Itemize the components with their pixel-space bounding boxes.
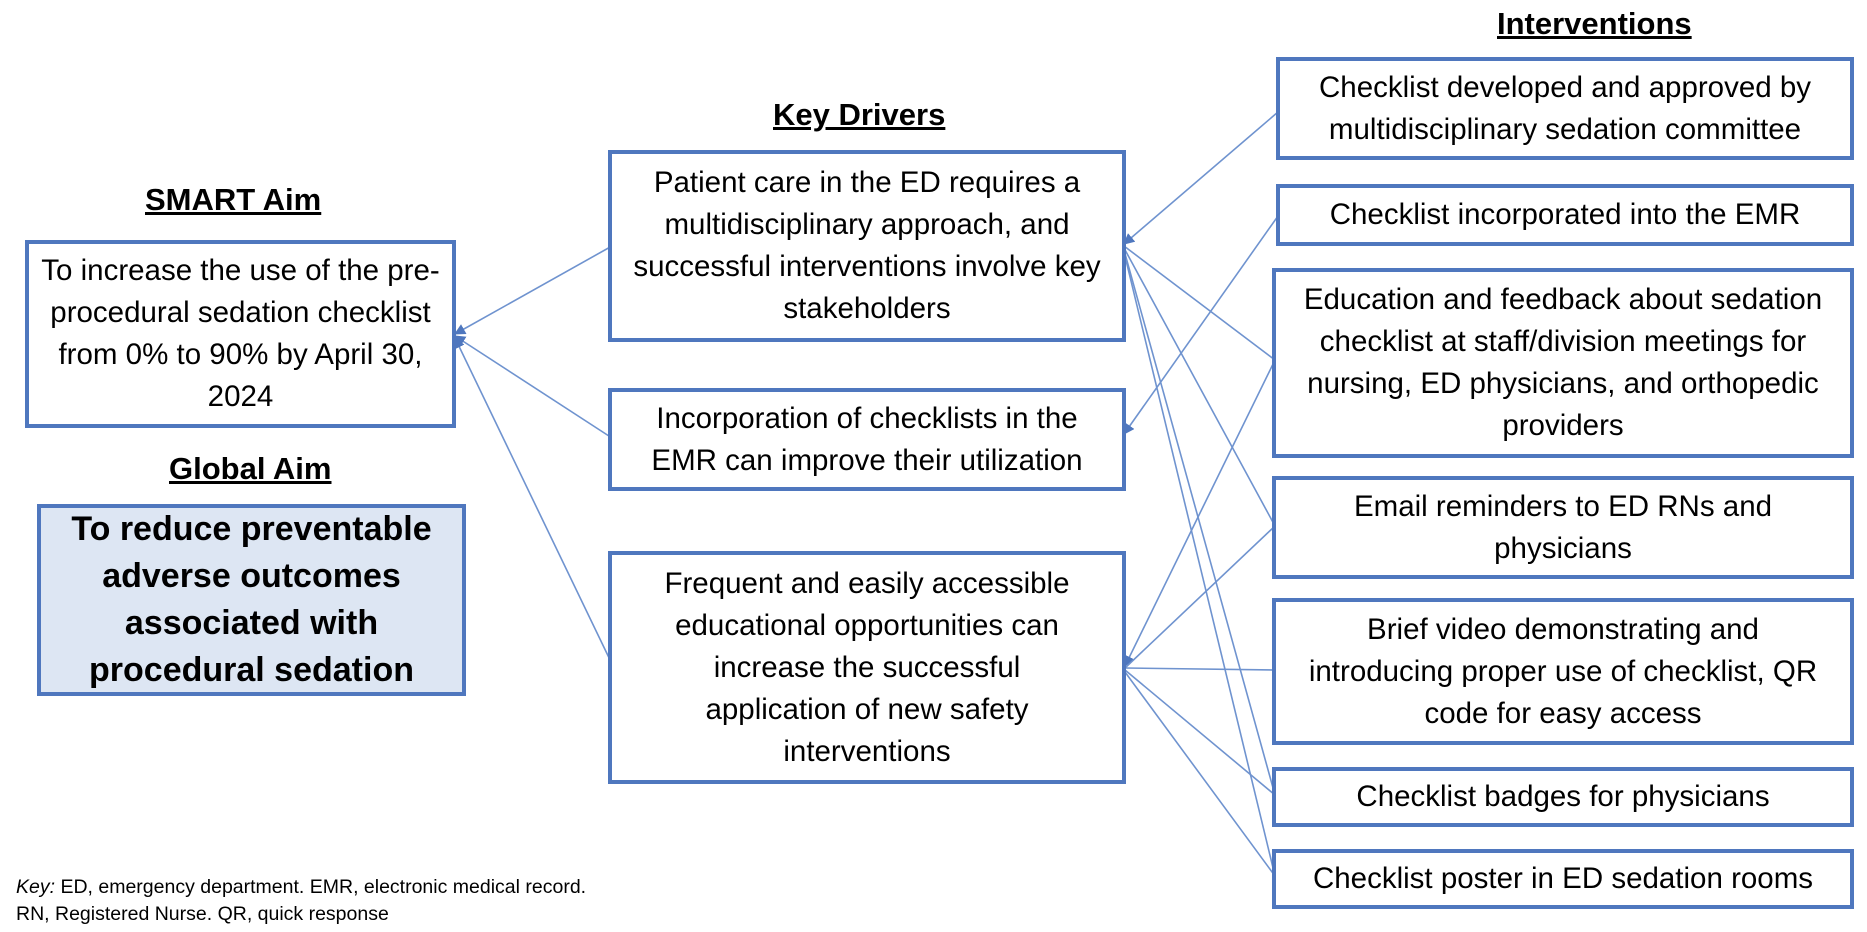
key-driver-text: Incorporation of checklists in the EMR c… [651, 401, 1083, 477]
connector-driver1-aim [454, 245, 613, 335]
key-driver-box: Incorporation of checklists in the EMR c… [608, 388, 1126, 491]
key-driver-text: Frequent and easily accessible education… [664, 566, 1070, 768]
key-label: Key: [16, 876, 56, 898]
connector-int4-driver1 [1123, 247, 1276, 527]
smart-aim-heading: SMART Aim [145, 182, 322, 217]
intervention-text: Checklist developed and approved by mult… [1319, 70, 1811, 146]
key-driver-text: Patient care in the ED requires a multid… [633, 166, 1101, 325]
intervention-box: Education and feedback about sedation ch… [1272, 268, 1854, 458]
connector-int7-driver1 [1123, 251, 1276, 877]
intervention-text: Checklist badges for physicians [1356, 780, 1770, 813]
intervention-text: Checklist poster in ED sedation rooms [1312, 862, 1814, 895]
intervention-text: Checklist incorporated into the EMR [1329, 198, 1801, 231]
intervention-box: Checklist incorporated into the EMR [1276, 184, 1854, 246]
connector-driver3-aim [454, 336, 613, 665]
global-aim-heading: Global Aim [169, 451, 332, 486]
connector-int4-driver3 [1124, 525, 1276, 669]
connector-int2-driver2 [1123, 215, 1279, 435]
connector-int6-driver3 [1124, 669, 1276, 796]
interventions-heading: Interventions [1497, 6, 1692, 41]
intervention-box: Email reminders to ED RNs and physicians [1272, 476, 1854, 579]
key-drivers-heading: Key Drivers [773, 97, 946, 132]
key-driver-box: Frequent and easily accessible education… [608, 551, 1126, 784]
connector-int6-driver1 [1123, 249, 1276, 796]
connector-int7-driver3 [1124, 671, 1276, 877]
intervention-box: Checklist developed and approved by mult… [1276, 57, 1854, 160]
key-driver-box: Patient care in the ED requires a multid… [608, 150, 1126, 342]
connector-int3-driver1 [1123, 245, 1276, 361]
connector-int1-driver1 [1123, 111, 1279, 245]
intervention-box: Brief video demonstrating and introducin… [1272, 598, 1854, 745]
global-aim-box: To reduce preventable adverse outcomes a… [37, 504, 466, 696]
key-text: ED, emergency department. EMR, electroni… [16, 876, 587, 925]
intervention-text: Brief video demonstrating and introducin… [1308, 612, 1818, 730]
connector-driver2-aim [454, 335, 613, 439]
intervention-box: Checklist badges for physicians [1272, 767, 1854, 827]
abbreviation-key: Key: ED, emergency department. EMR, elec… [16, 874, 616, 928]
smart-aim-box: To increase the use of the pre-procedura… [25, 240, 456, 428]
connector-int3-driver3 [1124, 359, 1276, 668]
intervention-box: Checklist poster in ED sedation rooms [1272, 849, 1854, 909]
intervention-text: Education and feedback about sedation ch… [1303, 283, 1823, 442]
global-aim-text: To reduce preventable adverse outcomes a… [71, 510, 432, 689]
smart-aim-text: To increase the use of the pre-procedura… [41, 254, 440, 413]
connector-int5-driver3 [1124, 667, 1276, 671]
intervention-text: Email reminders to ED RNs and physicians [1353, 489, 1773, 565]
